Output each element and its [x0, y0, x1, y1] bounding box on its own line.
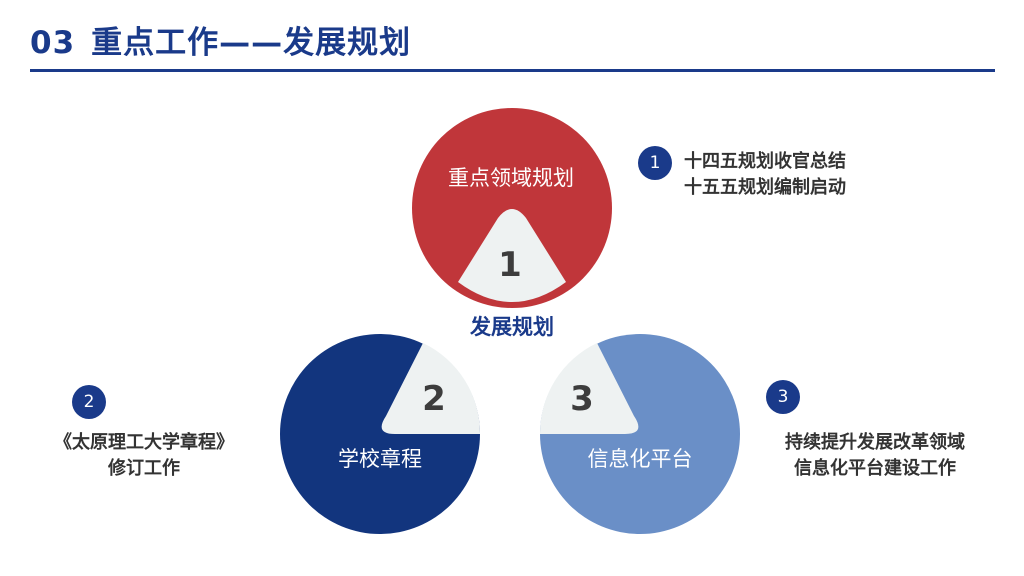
item-1-badge: 1 — [638, 146, 672, 180]
sector-3-wedge — [539, 343, 639, 434]
sector-1-circle — [412, 108, 612, 308]
item-3-description: 持续提升发展改革领域 信息化平台建设工作 — [770, 430, 980, 482]
item-1-line-1: 十四五规划收官总结 — [684, 151, 846, 172]
sector-1-number: 1 — [498, 245, 522, 285]
item-2-badge: 2 — [72, 385, 106, 419]
sector-2-wedge — [381, 343, 481, 434]
page-title: 03 重点工作——发展规划 — [30, 22, 411, 64]
item-2-line-2: 修订工作 — [108, 458, 180, 479]
item-1-description: 十四五规划收官总结 十五五规划编制启动 — [684, 149, 846, 201]
sector-1-wedge — [458, 209, 566, 302]
item-3-badge: 3 — [766, 380, 800, 414]
sector-3-number: 3 — [570, 379, 594, 419]
item-3-line-2: 信息化平台建设工作 — [794, 458, 956, 479]
section-title: 重点工作——发展规划 — [91, 25, 412, 61]
section-number: 03 — [30, 25, 76, 61]
item-2-line-1: 《太原理工大学章程》 — [54, 432, 234, 453]
item-2-description: 《太原理工大学章程》 修订工作 — [44, 430, 244, 482]
item-1-line-2: 十五五规划编制启动 — [684, 177, 846, 198]
item-3-line-1: 持续提升发展改革领域 — [785, 432, 965, 453]
sector-2-number: 2 — [422, 379, 446, 419]
center-label: 发展规划 — [469, 315, 554, 339]
sector-3-label: 信息化平台 — [588, 447, 693, 471]
sector-1-label: 重点领域规划 — [448, 166, 574, 190]
title-underline — [30, 69, 995, 72]
sector-2-label: 学校章程 — [338, 447, 422, 471]
